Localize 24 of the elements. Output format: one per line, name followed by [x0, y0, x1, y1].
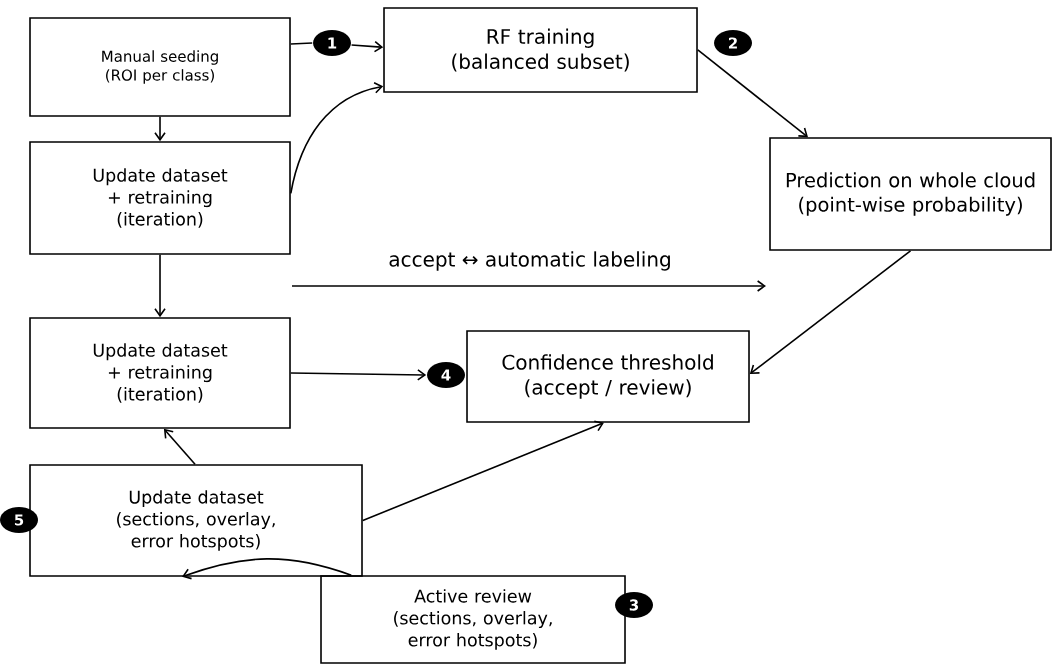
number-badge: 5 — [0, 507, 38, 533]
arrow — [290, 82, 384, 195]
arrow — [749, 250, 912, 374]
process-box: Prediction on whole cloud (point-wise probability) — [769, 137, 1052, 251]
arrow — [697, 49, 809, 138]
number-badge: 1 — [313, 30, 351, 56]
arrow — [163, 428, 196, 465]
process-box: Confidence threshold (accept / review) — [466, 330, 750, 423]
arrow — [154, 116, 166, 142]
arrow — [290, 369, 427, 381]
number-badge: 3 — [615, 592, 653, 618]
process-box: RF training (balanced subset) — [383, 7, 698, 93]
process-box: Update dataset + retraining (iteration) — [29, 141, 291, 255]
arrow — [350, 40, 384, 53]
process-box: Update dataset (sections, overlay, error hotspots) — [29, 464, 363, 577]
process-box: Update dataset + retraining (iteration) — [29, 317, 291, 429]
number-badge: 2 — [714, 30, 752, 56]
number-badge: 4 — [427, 362, 465, 388]
process-box: Manual seeding (ROI per class) — [29, 17, 291, 117]
arrow — [181, 558, 353, 580]
arrow-label: accept ↔ automatic labeling — [387, 250, 673, 272]
arrow — [362, 420, 604, 522]
arrow — [154, 254, 166, 318]
process-box: Active review (sections, overlay, error hotspots) — [320, 575, 626, 664]
